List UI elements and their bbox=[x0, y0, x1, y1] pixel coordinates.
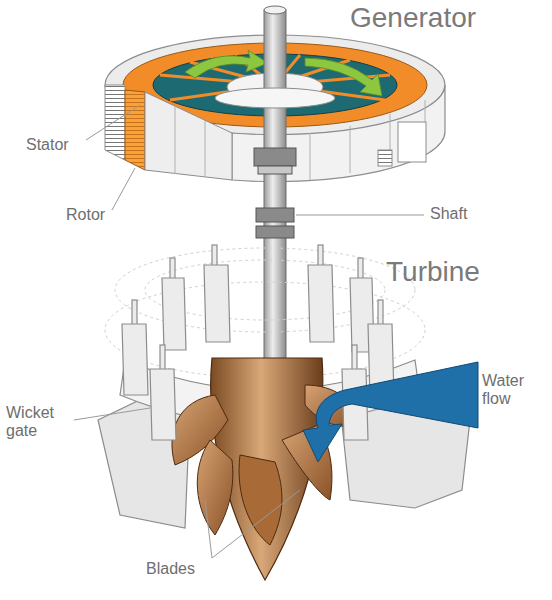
shaft-part bbox=[256, 226, 294, 238]
wicket-gate-part bbox=[204, 265, 230, 342]
wicket-gate-part bbox=[132, 300, 137, 326]
wicket-gate-part bbox=[170, 258, 175, 280]
shaft-part bbox=[215, 88, 335, 108]
leader-line-part bbox=[212, 490, 300, 558]
generator-part bbox=[398, 122, 426, 162]
section-heading: Generator bbox=[350, 2, 476, 34]
water-arrow bbox=[303, 362, 478, 462]
leader-line-part bbox=[296, 215, 424, 216]
wicket-gate bbox=[122, 300, 394, 440]
wicket-gate-part bbox=[212, 245, 217, 267]
wicket-gate-part bbox=[352, 345, 357, 371]
part-label: Wicket gate bbox=[6, 404, 70, 441]
part-label: Water flow bbox=[482, 372, 548, 409]
part-label: Shaft bbox=[430, 205, 467, 223]
generator-part-part bbox=[205, 121, 206, 177]
generator-part-part bbox=[175, 106, 176, 174]
section-heading: Turbine bbox=[386, 256, 480, 288]
shaft-part bbox=[254, 148, 296, 166]
leader-line bbox=[74, 105, 424, 558]
generator-part-part bbox=[310, 133, 311, 180]
runner bbox=[172, 358, 360, 580]
leader-line-part bbox=[74, 408, 150, 420]
wicket-gate-part bbox=[318, 245, 323, 267]
leader-line-part bbox=[86, 105, 140, 140]
wicket-gate-part bbox=[162, 278, 186, 350]
generator-part bbox=[145, 92, 232, 180]
runner-part bbox=[239, 455, 282, 545]
wicket-gate-part bbox=[150, 369, 176, 440]
wicket-gate-part bbox=[122, 324, 148, 395]
wicket-gate-part bbox=[358, 258, 363, 280]
wicket-gate-part bbox=[378, 300, 383, 326]
shaft-part bbox=[258, 166, 292, 174]
generator-part bbox=[105, 85, 125, 160]
generator-part bbox=[270, 100, 425, 182]
part-label: Rotor bbox=[66, 206, 105, 224]
part-label: Blades bbox=[146, 560, 195, 578]
leader-line-part bbox=[112, 168, 135, 210]
wicket-gate-part bbox=[308, 265, 334, 342]
part-label: Stator bbox=[26, 136, 69, 154]
generator-part-part bbox=[350, 126, 351, 173]
shaft-part bbox=[264, 10, 286, 390]
runner-part bbox=[197, 440, 233, 535]
wicket-gate bbox=[162, 245, 374, 352]
generator-part bbox=[378, 150, 392, 166]
generator-part bbox=[125, 90, 145, 170]
wicket-gate-part bbox=[160, 345, 165, 371]
shaft-part bbox=[264, 6, 286, 14]
generator-part bbox=[175, 106, 205, 177]
shaft-part bbox=[256, 208, 294, 222]
leader-line-part bbox=[205, 500, 212, 558]
